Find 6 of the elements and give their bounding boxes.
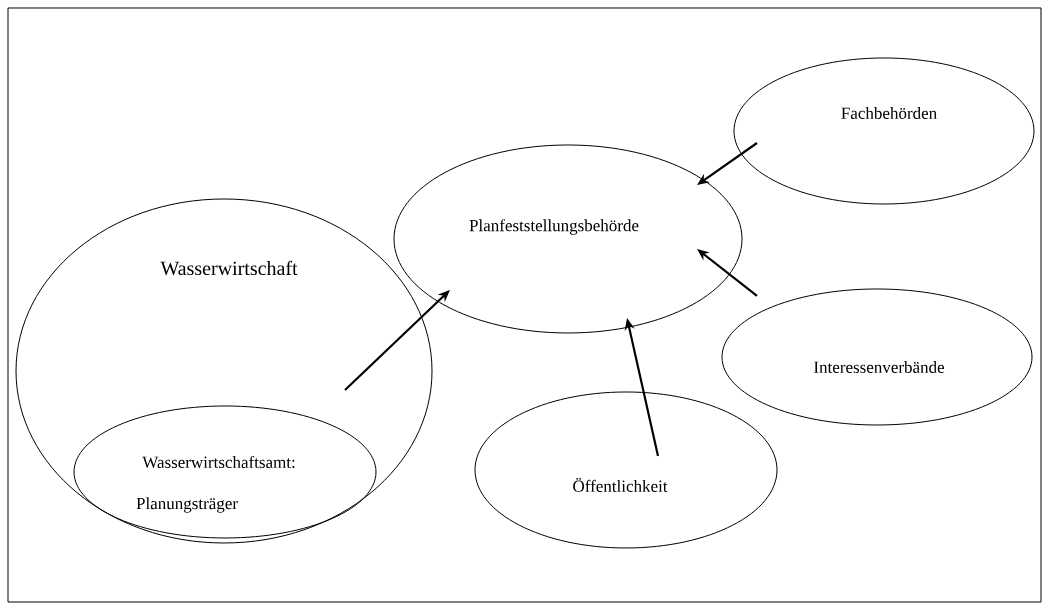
ellipse-node: Fachbehörden (733, 57, 1035, 205)
inner-ellipse-node: Wasserwirtschaftsamt: Planungsträger (73, 405, 377, 539)
arrow (344, 290, 450, 391)
ellipse-node: Interessenverbände (721, 288, 1033, 426)
ellipse-node: Planfeststellungsbehörde (393, 144, 743, 334)
ellipse-node: Öffentlichkeit (474, 391, 778, 549)
